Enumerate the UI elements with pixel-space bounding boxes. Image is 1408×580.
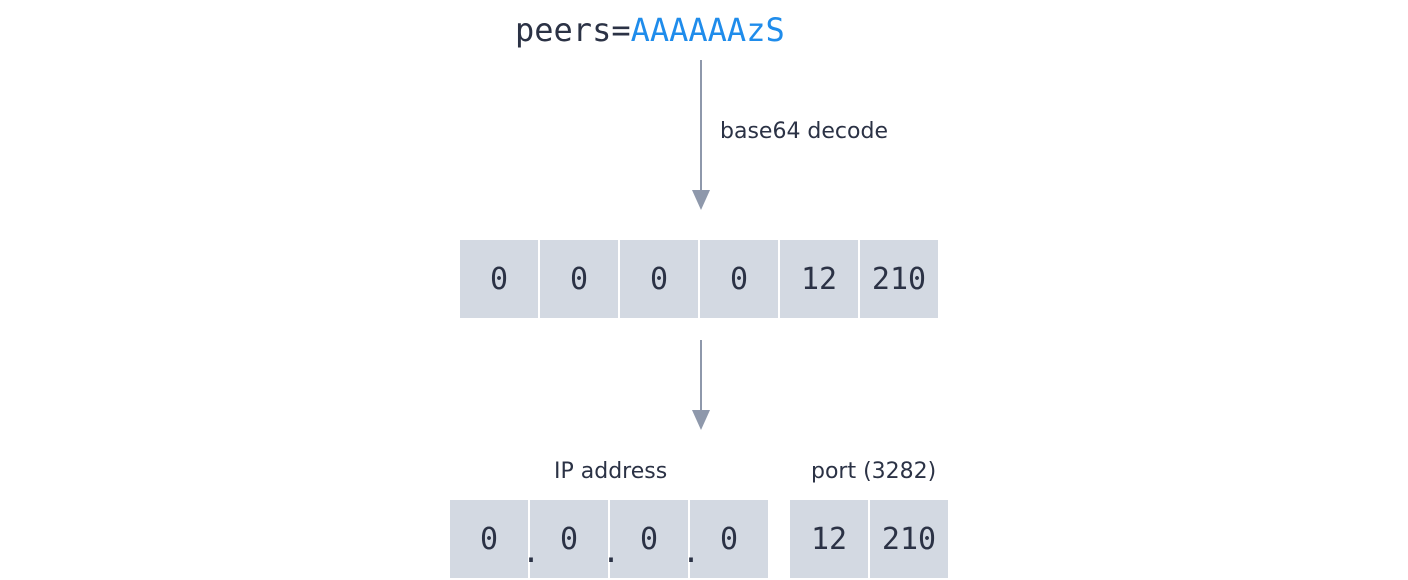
peers-key: peers= xyxy=(515,11,631,49)
ip-address-label: IP address xyxy=(554,459,668,484)
decoded-byte-row: 0 0 0 0 12 210 xyxy=(460,240,938,318)
decode-step-label: base64 decode xyxy=(720,119,888,144)
decoded-byte-cell: 12 xyxy=(780,240,858,318)
peers-value: AAAAAAzS xyxy=(630,11,785,49)
ip-byte-cell: 0 . xyxy=(610,500,700,578)
ip-byte-cell: 0 . xyxy=(450,500,540,578)
ip-address-row: 0 . 0 . 0 . 0 xyxy=(450,500,768,578)
decoded-byte-cell: 210 xyxy=(860,240,938,318)
ip-separator-dot: . xyxy=(522,535,541,570)
ip-byte-cell: 0 xyxy=(690,500,768,578)
decoded-byte-cell: 0 xyxy=(460,240,538,318)
port-label: port (3282) xyxy=(811,459,937,484)
port-row: 12 210 xyxy=(790,500,948,578)
ip-byte-value: 0 xyxy=(479,521,499,557)
ip-byte-value: 0 xyxy=(639,521,659,557)
decode-arrow xyxy=(692,60,710,210)
ip-byte-value: 0 xyxy=(559,521,579,557)
decoded-byte-cell: 0 xyxy=(700,240,778,318)
port-byte-cell: 210 xyxy=(870,500,948,578)
ip-byte-cell: 0 . xyxy=(530,500,620,578)
split-arrow xyxy=(692,340,710,430)
port-byte-cell: 12 xyxy=(790,500,868,578)
ip-separator-dot: . xyxy=(602,535,621,570)
decoded-byte-cell: 0 xyxy=(540,240,618,318)
ip-byte-value: 0 xyxy=(719,521,739,557)
peers-query-string: peers=AAAAAAzS xyxy=(515,8,785,52)
decoded-byte-cell: 0 xyxy=(620,240,698,318)
ip-separator-dot: . xyxy=(682,535,701,570)
